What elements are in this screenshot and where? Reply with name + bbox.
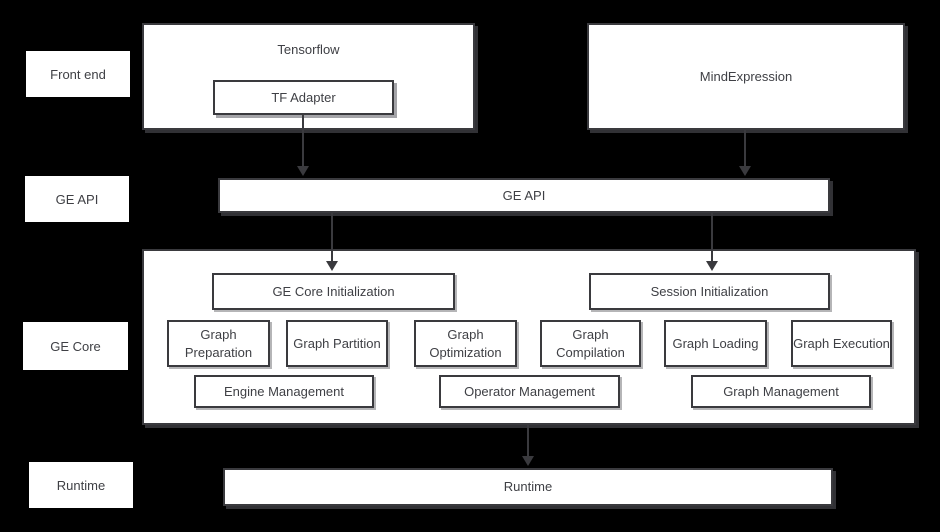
tf-adapter-label: TF Adapter [271, 89, 336, 105]
tensorflow-label: Tensorflow [277, 42, 340, 57]
graph-optimization-box: Graph Optimization [414, 320, 517, 367]
graph-execution-label: Graph Execution [793, 335, 890, 351]
graph-management-box: Graph Management [691, 375, 871, 408]
engine-management-box: Engine Management [194, 375, 374, 408]
graph-partition-label: Graph Partition [293, 335, 381, 351]
ge-core-container: GE Core Initialization Session Initializ… [142, 249, 916, 425]
row-label-ge-core: GE Core [23, 322, 128, 370]
arrow-ge-api-to-ge-core-initialization [326, 213, 338, 271]
ge-api-bar-label: GE API [502, 187, 546, 203]
graph-optimization-label: Graph Optimization [429, 326, 502, 360]
session-initialization-label: Session Initialization [650, 283, 769, 299]
graph-loading-box: Graph Loading [664, 320, 767, 367]
runtime-bar-label: Runtime [503, 479, 553, 495]
mindexpression-label: MindExpression [699, 68, 793, 84]
operator-management-box: Operator Management [439, 375, 620, 408]
tf-adapter-box: TF Adapter [213, 80, 394, 115]
tensorflow-box: Tensorflow TF Adapter [142, 23, 475, 130]
row-label-ge-api: GE API [25, 176, 129, 222]
graph-preparation-label: Graph Preparation [184, 326, 253, 360]
session-initialization-box: Session Initialization [589, 273, 830, 310]
graph-compilation-box: Graph Compilation [540, 320, 641, 367]
ge-core-initialization-box: GE Core Initialization [212, 273, 455, 310]
graph-execution-box: Graph Execution [791, 320, 892, 367]
arrow-mindexpression-to-ge-api [739, 130, 751, 176]
operator-management-label: Operator Management [464, 383, 595, 399]
graph-loading-label: Graph Loading [672, 335, 759, 351]
ge-core-initialization-label: GE Core Initialization [272, 283, 395, 299]
row-label-front-end: Front end [26, 51, 130, 97]
engine-management-label: Engine Management [224, 383, 344, 399]
row-label-runtime: Runtime [29, 462, 133, 508]
runtime-bar: Runtime [223, 468, 833, 506]
mindexpression-box: MindExpression [587, 23, 905, 130]
graph-management-label: Graph Management [723, 383, 839, 399]
ge-api-bar: GE API [218, 178, 830, 213]
arrow-ge-core-to-runtime [522, 425, 534, 466]
arrow-tf-adapter-to-ge-api [297, 115, 309, 176]
graph-compilation-label: Graph Compilation [556, 326, 625, 360]
graph-preparation-box: Graph Preparation [167, 320, 270, 367]
arrow-ge-api-to-session-initialization [706, 213, 718, 271]
graph-partition-box: Graph Partition [286, 320, 388, 367]
